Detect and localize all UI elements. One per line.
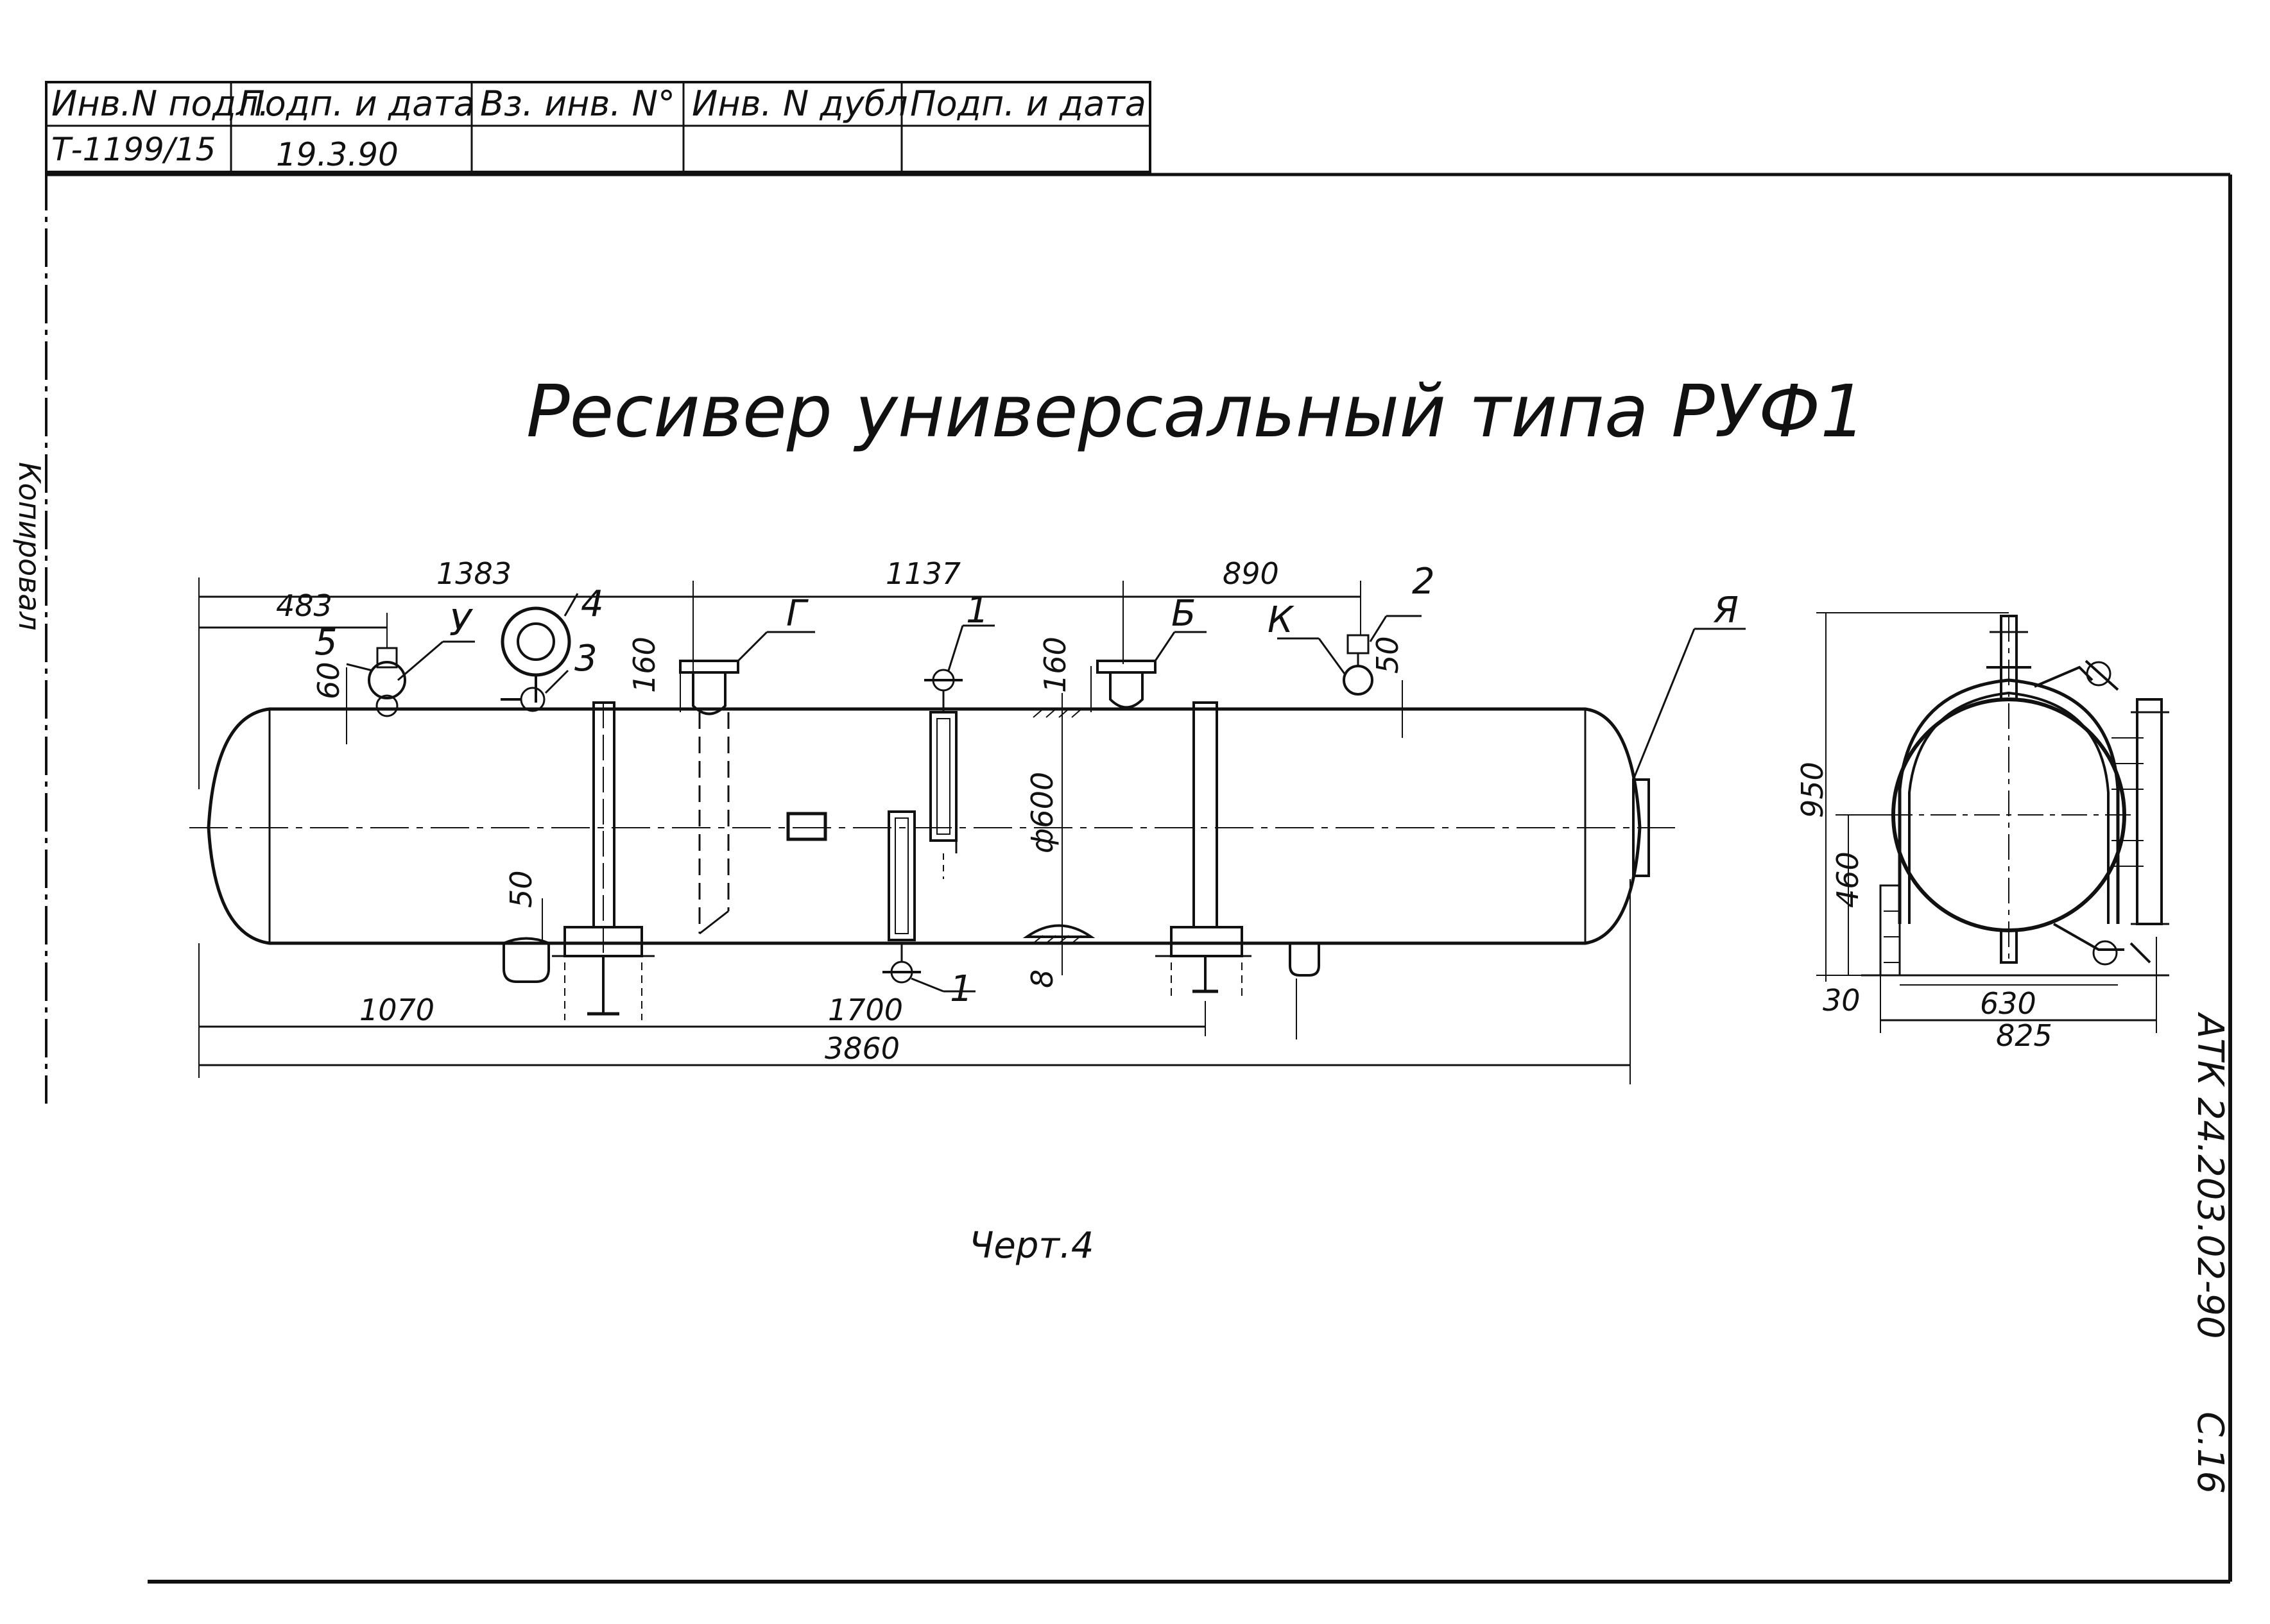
- side-dim-825: 825: [1996, 1018, 2052, 1053]
- stamp-value-2: 19.3.90: [276, 136, 399, 173]
- label-u: У: [449, 603, 474, 644]
- dim-483: 483: [276, 588, 332, 623]
- dim-160-right: 160: [1038, 637, 1072, 693]
- side-dim-30: 30: [1823, 983, 1861, 1018]
- label-ya: Я: [1713, 590, 1739, 631]
- stamp-header-3: Вз. инв. N°: [480, 83, 675, 124]
- copied-by-text: Копировал: [12, 462, 47, 631]
- label-b: Б: [1171, 593, 1196, 635]
- front-view: 1383 1137 890 483 1070 1700 3860 60 160 …: [189, 556, 1746, 1084]
- side-dim-460: 460: [1830, 851, 1865, 908]
- side-dim-950: 950: [1795, 762, 1830, 818]
- stamp-header-1: Инв.N подл.: [51, 83, 270, 124]
- vessel-body: [207, 707, 1642, 945]
- dim-1070: 1070: [359, 993, 434, 1027]
- sheet-frame: [45, 172, 2232, 1584]
- label-g: Г: [786, 593, 809, 635]
- side-dim-630: 630: [1980, 986, 2036, 1021]
- dim-3860: 3860: [825, 1031, 900, 1066]
- side-view: 950 460 30 630 825: [1795, 612, 2169, 1053]
- dim-60: 60: [311, 662, 346, 699]
- sheet-number: Черт.4: [969, 1225, 1094, 1267]
- label-3: 3: [574, 638, 598, 680]
- dim-50-top: 50: [1370, 636, 1405, 674]
- dim-1383: 1383: [436, 556, 512, 591]
- label-k: К: [1268, 599, 1294, 641]
- stamp-header-4: Инв. N дубл: [692, 83, 908, 124]
- dim-890: 890: [1223, 556, 1279, 591]
- dim-1137: 1137: [886, 556, 961, 591]
- stamp-value-1: Т-1199/15: [51, 131, 216, 168]
- label-1-top: 1: [966, 590, 989, 631]
- dim-8: 8: [1025, 970, 1060, 988]
- label-2: 2: [1412, 561, 1435, 603]
- dim-diameter-600: ф600: [1025, 772, 1060, 853]
- document-code: АТК 24.203.02-90: [2189, 1012, 2231, 1339]
- dim-1700: 1700: [828, 993, 903, 1027]
- stamp-header-2: Подп. и дата: [239, 83, 475, 124]
- label-1-bottom: 1: [950, 968, 973, 1010]
- page-number: С.16: [2189, 1412, 2231, 1494]
- dim-50-bottom: 50: [504, 870, 538, 908]
- drawing-title: Ресивер универсальный типа РУФ1: [526, 370, 1866, 454]
- dim-160-left: 160: [627, 637, 662, 693]
- stamp-header-5: Подп. и дата: [910, 83, 1146, 124]
- stamp-table: Инв.N подл. Подп. и дата Вз. инв. N° Инв…: [45, 81, 1151, 173]
- label-5: 5: [314, 622, 338, 663]
- label-4: 4: [581, 583, 604, 625]
